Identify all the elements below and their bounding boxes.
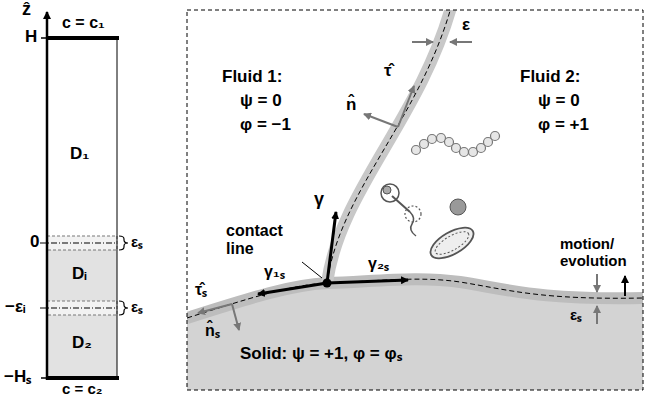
interface-scene-part-part xyxy=(428,135,437,144)
domain-column-part xyxy=(41,377,47,379)
domain-column-part xyxy=(47,243,117,378)
height-label: H xyxy=(25,28,37,47)
motion-label: motion/ evolution xyxy=(560,236,632,269)
interface-scene-part xyxy=(187,10,643,390)
interface-scene-part xyxy=(232,304,239,330)
boundary-condition: c = c₁ xyxy=(62,14,105,32)
region-label: Fluid 1: xyxy=(222,68,282,87)
region-label: Fluid 2: xyxy=(520,68,580,87)
domain-label: Dᵢ xyxy=(72,265,87,284)
domain-column-part xyxy=(117,38,118,378)
interface-scene-part-part xyxy=(460,148,469,157)
domain-column-part xyxy=(40,308,117,309)
thickness-label: εₛ xyxy=(131,299,143,316)
interface-scene-part xyxy=(198,304,232,313)
interface-scene-part xyxy=(450,41,472,43)
contact-line-label: contact line xyxy=(226,222,298,257)
interface-scene-part-part xyxy=(187,279,643,390)
domain-column-part xyxy=(47,376,119,380)
interface-scene-part xyxy=(450,199,466,215)
depth-label: −Hₛ xyxy=(4,368,31,387)
vector-label: n̂ xyxy=(346,96,356,115)
interface-scene-part xyxy=(383,186,391,194)
interface-scene-part xyxy=(323,279,332,288)
interface-scene-part xyxy=(412,132,500,157)
tension-label: γ₂ₛ xyxy=(368,255,389,273)
interface-scene xyxy=(187,4,643,390)
interface-scene-part-part xyxy=(491,132,500,141)
level-label: −εᵢ xyxy=(5,298,25,317)
interface-scene-part xyxy=(258,283,327,294)
domain-label: D₁ xyxy=(70,145,89,164)
region-label: Solid: ψ = +1, φ = φₛ xyxy=(240,345,402,364)
interface-scene-part xyxy=(405,206,421,222)
domain-label: D₂ xyxy=(72,334,92,353)
field-value: ψ = 0 xyxy=(538,92,580,111)
interface-scene-part-part xyxy=(412,146,421,155)
vector-label: τ̂ xyxy=(384,62,392,81)
interface-scene-part xyxy=(596,306,598,324)
interface-scene-part xyxy=(327,280,408,283)
interface-scene-part xyxy=(187,10,643,390)
domain-column-part xyxy=(119,236,128,250)
interface-scene-part xyxy=(596,274,598,292)
interface-scene-part xyxy=(624,276,626,296)
interface-scene-part xyxy=(432,227,472,258)
vector-label: n̂ₛ xyxy=(205,322,220,340)
thickness-label: ε xyxy=(462,16,470,35)
interface-scene-part-part xyxy=(327,10,452,283)
vector-label: τ̂ₛ xyxy=(195,281,207,299)
domain-column xyxy=(40,12,128,380)
interface-scene-part xyxy=(412,41,433,43)
field-value: φ = −1 xyxy=(240,116,291,135)
interface-scene-part xyxy=(302,262,322,278)
interface-scene-part xyxy=(392,196,410,212)
interface-scene-part xyxy=(398,86,414,127)
axis-label: ẑ xyxy=(22,0,31,20)
domain-column-part xyxy=(119,301,128,315)
interface-scene-part-part xyxy=(327,10,452,283)
domain-column-part xyxy=(40,243,117,244)
interface-scene-part xyxy=(410,212,416,236)
interface-scene-part xyxy=(364,114,398,127)
boundary-condition: c = c₂ xyxy=(62,381,102,398)
field-value: ψ = 0 xyxy=(240,92,282,111)
domain-column-part xyxy=(41,37,47,39)
interface-scene-part xyxy=(426,221,479,264)
level-label: 0 xyxy=(30,233,39,252)
interface-scene-part-part xyxy=(420,140,429,149)
field-value: φ = +1 xyxy=(538,116,589,135)
tension-label: γ xyxy=(314,190,324,210)
tension-label: γ₁ₛ xyxy=(264,263,285,281)
thickness-label: εₛ xyxy=(570,307,582,324)
interface-scene-part xyxy=(327,212,336,283)
thickness-label: εₛ xyxy=(131,234,143,251)
domain-column-part xyxy=(47,36,119,40)
domain-column-part xyxy=(46,12,49,380)
